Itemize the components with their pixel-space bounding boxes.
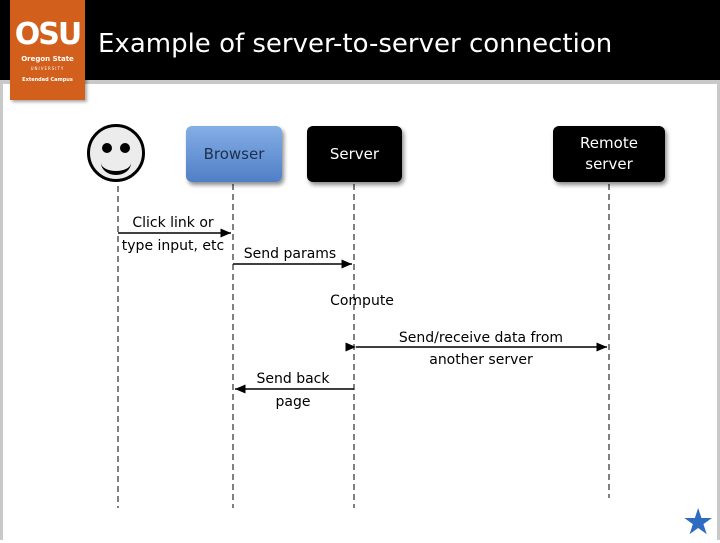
server-label: Server — [329, 144, 380, 163]
click-label-line2: type input, etc — [121, 238, 225, 254]
logo-oregon-state: Oregon State — [21, 55, 74, 63]
server-participant: Server — [307, 126, 402, 182]
right-border — [717, 84, 720, 540]
mouth — [101, 151, 131, 175]
star-icon[interactable]: ★ — [682, 502, 715, 543]
send-params-label: Send params — [243, 246, 337, 262]
remote-server-participant: Remote server — [553, 126, 665, 182]
title-bar — [0, 0, 720, 80]
title-underline — [0, 80, 720, 84]
browser-label: Browser — [203, 144, 265, 163]
compute-label: Compute — [330, 293, 394, 309]
osu-logo: OSU Oregon State UNIVERSITY Extended Cam… — [10, 0, 85, 100]
user-smiley-face-icon — [87, 124, 145, 182]
click-label-line1: Click link or — [132, 215, 214, 231]
logo-university: UNIVERSITY — [30, 66, 65, 71]
right-eye — [120, 143, 130, 153]
send-receive-label-line2: another server — [429, 352, 533, 368]
left-eye — [102, 143, 112, 153]
send-back-label-line2: page — [275, 394, 311, 410]
remote-label-line2: server — [585, 155, 633, 173]
slide-title: Example of server-to-server connection — [98, 29, 613, 59]
send-back-label-line1: Send back — [256, 371, 330, 387]
remote-label-line1: Remote — [580, 134, 638, 152]
logo-extended-campus: Extended Campus — [22, 77, 73, 83]
browser-participant: Browser — [186, 126, 282, 182]
left-border — [0, 84, 3, 540]
logo-osu-text: OSU — [14, 17, 82, 52]
send-receive-label-line1: Send/receive data from — [398, 330, 564, 346]
